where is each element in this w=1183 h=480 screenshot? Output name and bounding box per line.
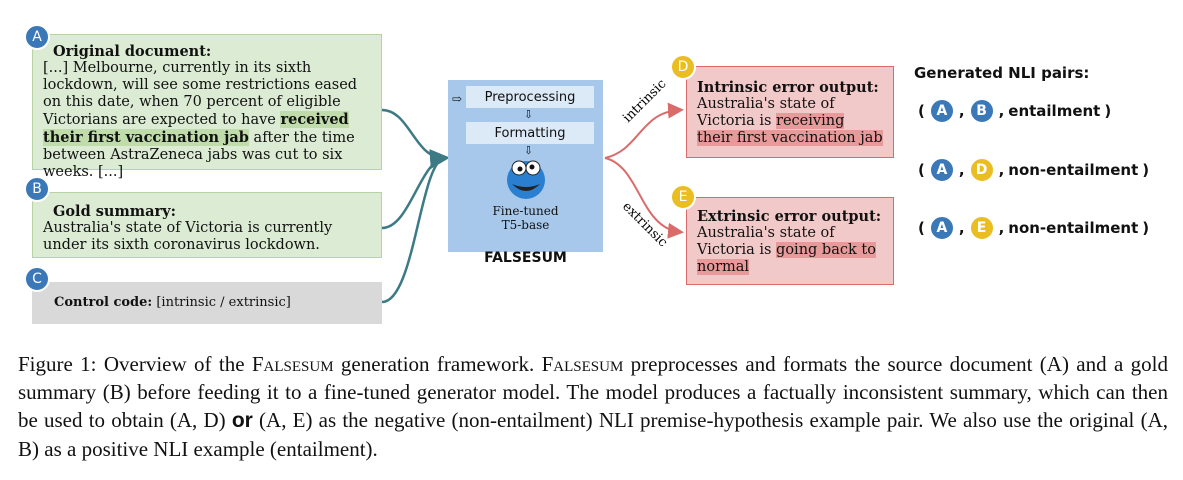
- pair-badge-first: A: [928, 215, 955, 241]
- gold-summary-title: Gold summary:: [53, 203, 176, 220]
- badge-c: C: [24, 266, 50, 292]
- intrinsic-output-text: Australia's state of Victoria is: [697, 96, 835, 129]
- pair-label: non-entailment: [1008, 161, 1139, 179]
- nli-pair: ( A , E ,non-entailment): [918, 215, 1149, 241]
- original-document-title: Original document:: [53, 43, 212, 60]
- caption-name: Falsesum: [251, 352, 334, 376]
- original-document-box: Original document: [...] Melbourne, curr…: [32, 34, 382, 180]
- badge-d: D: [670, 54, 696, 80]
- pair-label: entailment: [1008, 102, 1101, 120]
- original-document-text-2: after the time between AstraZeneca jabs …: [43, 130, 355, 180]
- extrinsic-output-title: Extrinsic error output:: [697, 208, 882, 225]
- caption-mid2: preprocesses and formats the source docu…: [18, 352, 1168, 432]
- formatting-step: Formatting: [466, 122, 594, 144]
- pair-badge-second: E: [968, 215, 995, 241]
- pair-badge-second: B: [968, 98, 995, 124]
- figure-caption: Figure 1: Overview of the Falsesum gener…: [18, 350, 1168, 463]
- gold-summary-box: Gold summary: Australia's state of Victo…: [32, 192, 382, 258]
- intrinsic-output-title: Intrinsic error output:: [697, 79, 879, 96]
- control-code-text: [intrinsic / extrinsic]: [152, 295, 291, 310]
- nli-pair: ( A , D ,non-entailment): [918, 157, 1149, 183]
- pair-badge-first: A: [928, 98, 955, 124]
- cookie-monster-icon: [507, 160, 545, 199]
- intrinsic-output-highlight: receiving their first vaccination jab: [697, 113, 883, 146]
- arrow-summary-to-model: [381, 156, 446, 230]
- caption-lead: Figure 1: Overview of the: [18, 352, 252, 376]
- input-arrow-icon: ⇨: [452, 92, 463, 106]
- model-label-line2: T5-base: [501, 218, 550, 232]
- arrow-control-to-model: [381, 156, 446, 304]
- pair-badge-first: A: [928, 157, 955, 183]
- preprocessing-step: Preprocessing: [466, 86, 594, 108]
- nli-heading: Generated NLI pairs:: [914, 64, 1090, 82]
- arrow-document-to-model: [381, 108, 450, 169]
- down-arrow-icon-1: ⇩: [524, 108, 534, 121]
- pair-label: non-entailment: [1008, 219, 1139, 237]
- badge-a: A: [24, 24, 50, 50]
- badge-e: E: [670, 184, 696, 210]
- original-document-text-1: [...] Melbourne, currently in its sixth …: [43, 60, 358, 128]
- down-arrow-icon-2: ⇩: [524, 144, 534, 157]
- arrow-to-extrinsic: [604, 157, 684, 239]
- pair-badge-second: D: [968, 157, 995, 183]
- gold-summary-text: Australia's state of Victoria is current…: [43, 220, 333, 253]
- caption-end: (A, E) as the negative (non-entailment) …: [18, 408, 1168, 461]
- control-code-box: Control code: [intrinsic / extrinsic]: [32, 282, 382, 324]
- extrinsic-output-text: Australia's state of Victoria is: [697, 225, 835, 258]
- model-label-line1: Fine-tuned: [492, 204, 559, 218]
- arrow-to-intrinsic: [604, 102, 684, 159]
- intrinsic-arrow-label: intrinsic: [620, 77, 669, 126]
- caption-name-2: Falsesum: [541, 352, 624, 376]
- extrinsic-output-box: Extrinsic error output: Australia's stat…: [686, 197, 894, 285]
- nli-pair: ( A , B ,entailment): [918, 98, 1111, 124]
- falsesum-panel: ⇨ Preprocessing ⇩ Formatting ⇩ Fine-tune…: [448, 80, 603, 252]
- control-code-title: Control code:: [54, 295, 153, 310]
- caption-mid1: generation framework.: [333, 352, 542, 376]
- falsesum-name: FALSESUM: [484, 250, 567, 266]
- caption-bold-or: or: [231, 409, 253, 432]
- badge-b: B: [24, 176, 50, 202]
- intrinsic-output-box: Intrinsic error output: Australia's stat…: [686, 66, 894, 158]
